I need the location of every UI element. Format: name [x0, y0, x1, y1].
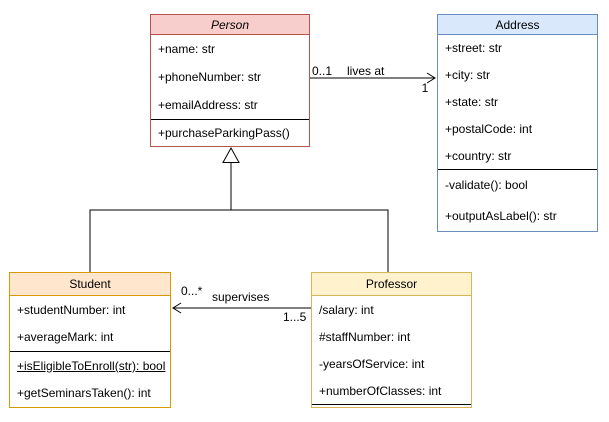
class-student-title: Student — [10, 273, 170, 296]
class-student: Student +studentNumber: int +averageMark… — [9, 272, 171, 408]
method-row: +purchaseParkingPass() — [158, 126, 290, 140]
attribute-row: +postalCode: int — [445, 121, 533, 136]
class-address: Address +street: str +city: str +state: … — [437, 14, 598, 232]
class-student-methods: +isEligibleToEnroll(str): bool +getSemin… — [10, 351, 170, 407]
association-supervises — [172, 302, 311, 314]
attribute-row: +city: str — [445, 68, 491, 83]
association-label-supervises: supervises — [212, 290, 270, 304]
class-professor-methods-empty — [312, 404, 471, 407]
multiplicity-label-address-side: 1 — [421, 81, 429, 95]
class-address-attributes: +street: str +city: str +state: str +pos… — [438, 35, 597, 169]
hollow-triangle-icon — [222, 146, 240, 163]
multiplicity-label-person-side: 0..1 — [312, 64, 333, 78]
class-person: Person +name: str +phoneNumber: str +ema… — [150, 14, 310, 147]
open-arrowhead-icon — [172, 302, 182, 314]
class-person-attributes: +name: str +phoneNumber: str +emailAddre… — [151, 35, 309, 119]
attribute-row: +studentNumber: int — [17, 302, 126, 317]
attribute-row: +averageMark: int — [17, 330, 114, 345]
class-address-title: Address — [438, 15, 597, 35]
class-professor: Professor /salary: int #staffNumber: int… — [311, 272, 472, 408]
attribute-row: -yearsOfService: int — [319, 356, 425, 371]
open-arrowhead-icon — [426, 72, 436, 84]
multiplicity-label-professor-side: 1...5 — [283, 310, 307, 324]
class-professor-title: Professor — [312, 273, 471, 296]
association-label-lives-at: lives at — [347, 64, 385, 78]
attribute-row: +state: str — [445, 94, 499, 109]
class-student-attributes: +studentNumber: int +averageMark: int — [10, 296, 170, 351]
multiplicity-label-student-side: 0...* — [181, 284, 203, 298]
association-lives-at — [310, 72, 436, 84]
attribute-row: +country: str — [445, 148, 512, 163]
class-professor-attributes: /salary: int #staffNumber: int -yearsOfS… — [312, 296, 471, 404]
attribute-row: +street: str — [445, 41, 503, 56]
attribute-row: +numberOfClasses: int — [319, 383, 442, 398]
method-row: -validate(): bool — [445, 178, 528, 193]
attribute-row: +phoneNumber: str — [158, 70, 262, 84]
attribute-row: #staffNumber: int — [319, 329, 411, 344]
attribute-row: +emailAddress: str — [158, 98, 258, 112]
method-row-static: +isEligibleToEnroll(str): bool — [17, 358, 166, 373]
attribute-row: /salary: int — [319, 302, 374, 317]
generalization-lines — [89, 146, 389, 272]
method-row: +outputAsLabel(): str — [445, 208, 557, 223]
class-person-methods: +purchaseParkingPass() — [151, 119, 309, 146]
attribute-row: +name: str — [158, 42, 216, 56]
class-person-title: Person — [151, 15, 309, 35]
method-row: +getSeminarsTaken(): int — [17, 386, 151, 401]
class-address-methods: -validate(): bool +outputAsLabel(): str — [438, 169, 597, 231]
